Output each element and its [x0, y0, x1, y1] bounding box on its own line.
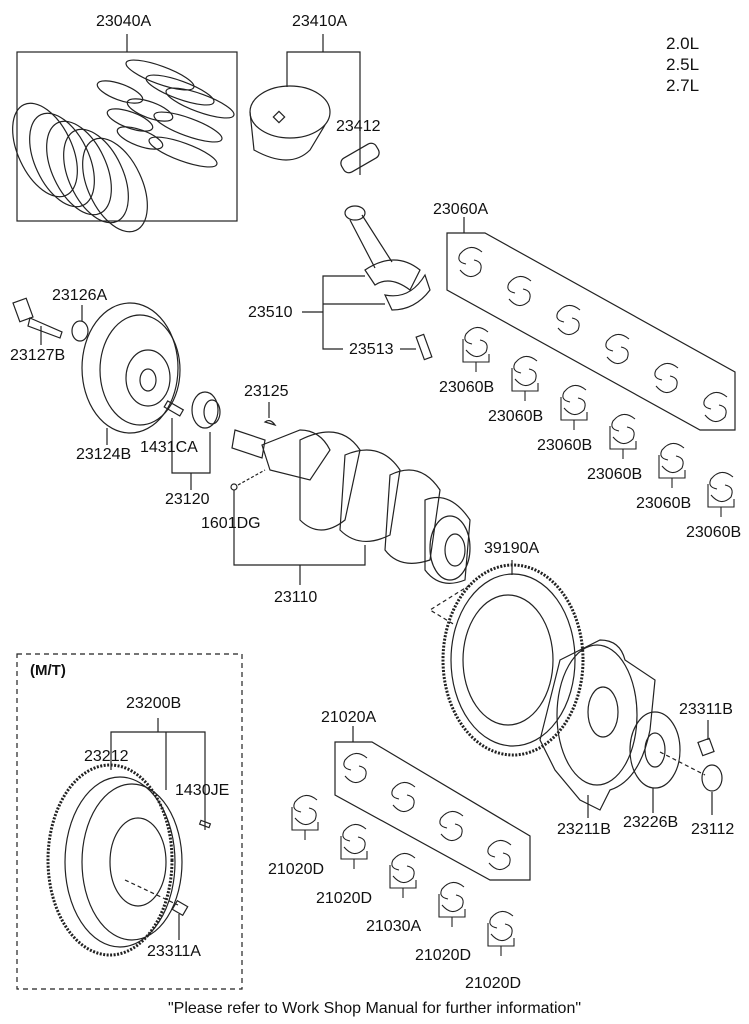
conrod-bearing-shell-in-set: [703, 391, 728, 423]
part-label-crank-sprocket-assy[interactable]: 23120: [165, 491, 210, 508]
conrod-bearing-shell: [462, 326, 490, 372]
part-label-main-bearing[interactable]: 21020D: [268, 861, 325, 878]
thrust-bearing-shell: [389, 852, 417, 898]
main-bearing-shell: [340, 823, 368, 869]
conrod-bearing-shell: [511, 355, 539, 401]
main-bearing-shell-in-set: [343, 752, 368, 784]
part-label-pulley-washer[interactable]: 23126A: [52, 287, 108, 304]
part-label-crankshaft-assy[interactable]: 23110: [274, 589, 318, 606]
part-label-conrod-bearing[interactable]: 23060B: [636, 495, 692, 512]
part-label-piston-pin[interactable]: 23412: [336, 118, 381, 135]
bushing: [701, 764, 723, 792]
part-label-conrod-bearing-set[interactable]: 23060A: [433, 201, 489, 218]
part-label-connecting-rod-bolt[interactable]: 23513: [349, 341, 394, 358]
part-label-main-bearing[interactable]: 21020D: [316, 890, 373, 907]
part-label-bushing[interactable]: 23112: [691, 821, 735, 838]
part-label-connecting-rod-assy[interactable]: 23510: [248, 304, 293, 321]
crank-sprocket: [191, 391, 221, 429]
part-label-conrod-bearing[interactable]: 23060B: [587, 466, 643, 483]
main-bearing-shell-in-set: [439, 810, 464, 842]
part-label-piston-ring-set[interactable]: 23040A: [96, 13, 152, 30]
conrod-bearing-set-outline: [446, 232, 736, 431]
part-label-crankshaft-ball[interactable]: 1601DG: [201, 515, 261, 532]
woodruff-key: [263, 419, 277, 427]
crankshaft-ball: [230, 483, 238, 491]
part-label-conrod-bearing[interactable]: 23060B: [488, 408, 544, 425]
part-label-drive-plate-flange[interactable]: 23211B: [557, 821, 611, 838]
part-label-ring-gear[interactable]: 23212: [84, 748, 129, 765]
engine-variants: 2.0L 2.5L 2.7L: [666, 33, 699, 96]
part-label-pulley-bolt[interactable]: 23127B: [10, 347, 66, 364]
engine-variant: 2.7L: [666, 76, 700, 95]
flywheel: [46, 763, 183, 957]
flywheel-bolt: [171, 899, 189, 917]
part-label-conrod-bearing[interactable]: 23060B: [537, 437, 593, 454]
conrod-bearing-shell: [707, 471, 735, 517]
pulley-bolt: [12, 297, 63, 339]
flywheel-pin: [198, 819, 212, 829]
engine-variant: 2.5L: [666, 55, 700, 74]
conrod-bearing-shell: [609, 413, 637, 459]
part-label-conrod-bearing[interactable]: 23060B: [439, 379, 495, 396]
conrod-bearing-shell: [658, 442, 686, 488]
piston-ring-set-box: [16, 51, 238, 222]
part-label-drive-plate-bolt[interactable]: 23311B: [679, 701, 733, 718]
piston-rings: [12, 59, 235, 233]
crankshaft: [231, 429, 471, 584]
main-bearing-shell-in-set: [487, 839, 512, 871]
part-label-thrust-bearing[interactable]: 21030A: [366, 918, 422, 935]
pulley-washer: [71, 320, 89, 342]
sprocket-pin: [163, 400, 185, 417]
main-bearing-shell: [291, 794, 319, 840]
part-label-woodruff-key[interactable]: 23125: [244, 383, 289, 400]
part-label-sprocket-pin[interactable]: 1431CA: [140, 439, 198, 456]
part-label-main-bearing-set[interactable]: 21020A: [321, 709, 377, 726]
main-bearing-shell: [438, 881, 466, 927]
main-bearing-shell: [487, 910, 515, 956]
footer-note: "Please refer to Work Shop Manual for fu…: [167, 1000, 582, 1017]
part-label-adapter-plate[interactable]: 23226B: [623, 814, 679, 831]
part-label-flywheel-pin[interactable]: 1430JE: [175, 782, 230, 799]
piston: [249, 85, 380, 174]
conrod-bearing-shell-in-set: [605, 333, 630, 365]
part-label-damper-pulley[interactable]: 23124B: [76, 446, 132, 463]
mt-group-label: (M/T): [30, 662, 66, 679]
part-label-flywheel-bolt[interactable]: 23311A: [147, 943, 201, 960]
part-label-flywheel-assy[interactable]: 23200B: [126, 695, 182, 712]
mt-group-box: [16, 653, 243, 990]
part-label-main-bearing[interactable]: 21020D: [415, 947, 472, 964]
part-label-main-bearing[interactable]: 21020D: [465, 975, 522, 992]
damper-pulley: [81, 302, 181, 434]
adapter-plate: [629, 711, 681, 789]
conrod-bearing-shell-in-set: [507, 275, 532, 307]
conrod-bearing-shell-in-set: [556, 304, 581, 336]
main-bearing-set-outline: [334, 741, 531, 881]
conrod-bearing-shell: [560, 384, 588, 430]
drive-plate-flange: [539, 639, 656, 811]
conrod-bearing-shell-in-set: [654, 362, 679, 394]
connecting-rod: [344, 205, 433, 361]
ring-gear-drive-plate: [441, 563, 585, 757]
engine-variant: 2.0L: [666, 34, 700, 53]
main-bearing-shell-in-set: [391, 781, 416, 813]
part-label-piston-assy[interactable]: 23410A: [292, 13, 348, 30]
part-label-conrod-bearing[interactable]: 23060B: [686, 524, 742, 541]
conrod-bearing-shell-in-set: [458, 246, 483, 278]
part-label-ring-gear-sensor[interactable]: 39190A: [484, 540, 540, 557]
drive-plate-bolt: [697, 737, 715, 757]
